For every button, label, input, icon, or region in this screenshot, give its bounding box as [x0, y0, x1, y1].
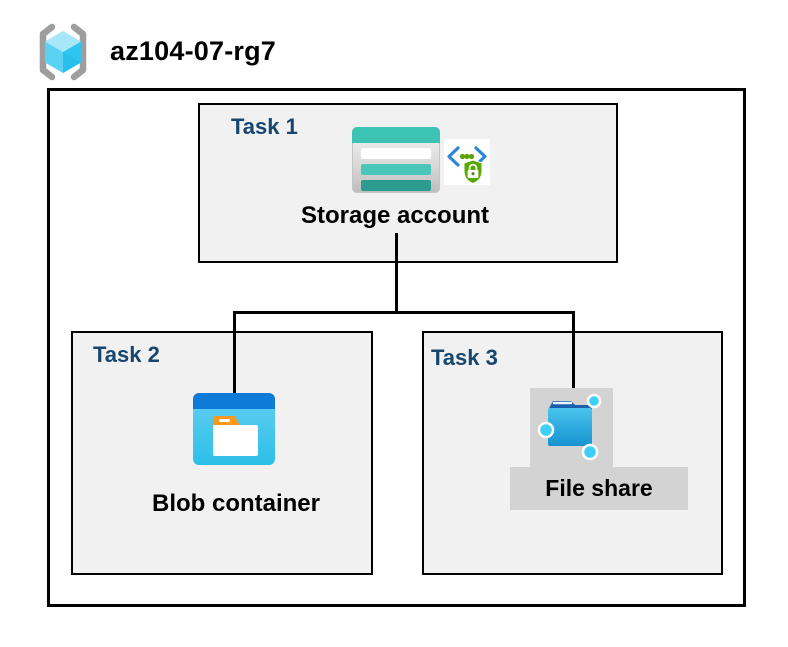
- resource-group-name: az104-07-rg7: [110, 36, 276, 66]
- connector-to-blob: [233, 311, 236, 394]
- blob-container-icon: [193, 393, 275, 465]
- file-share-label: File share: [510, 467, 688, 510]
- storage-account-icon: [352, 127, 440, 193]
- folder-body: [213, 425, 258, 456]
- connector-storage-stem: [395, 233, 398, 314]
- resource-group-icon: [39, 23, 87, 81]
- file-share-icon: [537, 393, 602, 461]
- task3-label: Task 3: [431, 345, 498, 370]
- storage-top-band: [352, 127, 440, 143]
- file-share-icon-plate: [530, 388, 613, 468]
- blob-title-bar: [193, 393, 275, 409]
- task2-label: Task 2: [93, 342, 160, 367]
- connector-branch: [233, 311, 575, 314]
- secure-access-icon: [444, 139, 490, 185]
- storage-account-label: Storage account: [300, 202, 490, 229]
- folder-tab: [213, 416, 240, 425]
- connector-to-fileshare: [572, 311, 575, 390]
- blob-container-label: Blob container: [151, 490, 320, 517]
- task1-label: Task 1: [231, 114, 298, 139]
- shield-lock-glyph: [463, 159, 483, 185]
- task2-box: Task 2 Blob container: [71, 331, 373, 575]
